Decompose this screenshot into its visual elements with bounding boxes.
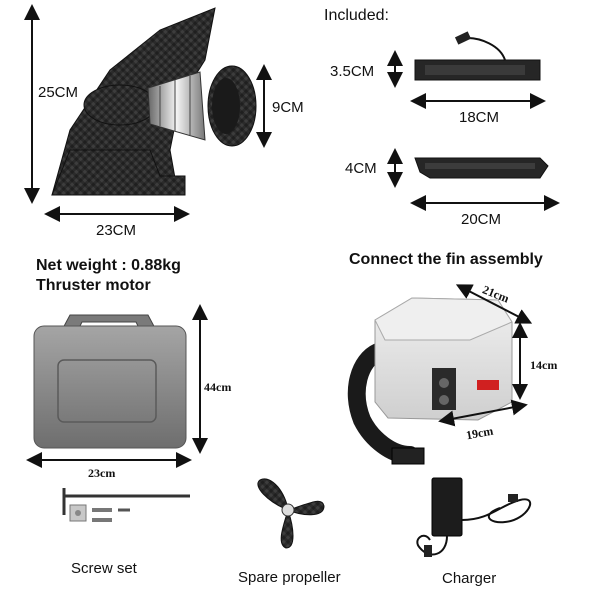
net-weight-label: Net weight : 0.88kg: [36, 257, 181, 274]
motor-height-label: 9CM: [272, 99, 304, 116]
part1-height-label: 3.5CM: [330, 63, 375, 80]
part2-length-label: 20CM: [461, 211, 502, 228]
charger-label: Charger: [442, 570, 497, 587]
spare-propeller-label: Spare propeller: [238, 569, 341, 586]
case-width-label: 23cm: [88, 466, 116, 480]
thruster-width-label: 23CM: [96, 222, 137, 239]
included-heading: Included:: [324, 7, 389, 24]
thruster-name-label: Thruster motor: [36, 277, 151, 294]
fin-assembly-heading: Connect the fin assembly: [349, 251, 543, 268]
part2-height-label: 4CM: [345, 160, 377, 177]
case-height-label: 44cm: [204, 380, 232, 394]
part1-length-label: 18CM: [459, 109, 500, 126]
box-height-label: 14cm: [530, 358, 558, 372]
thruster-height-label: 25CM: [38, 84, 79, 101]
screw-set-label: Screw set: [71, 560, 137, 577]
